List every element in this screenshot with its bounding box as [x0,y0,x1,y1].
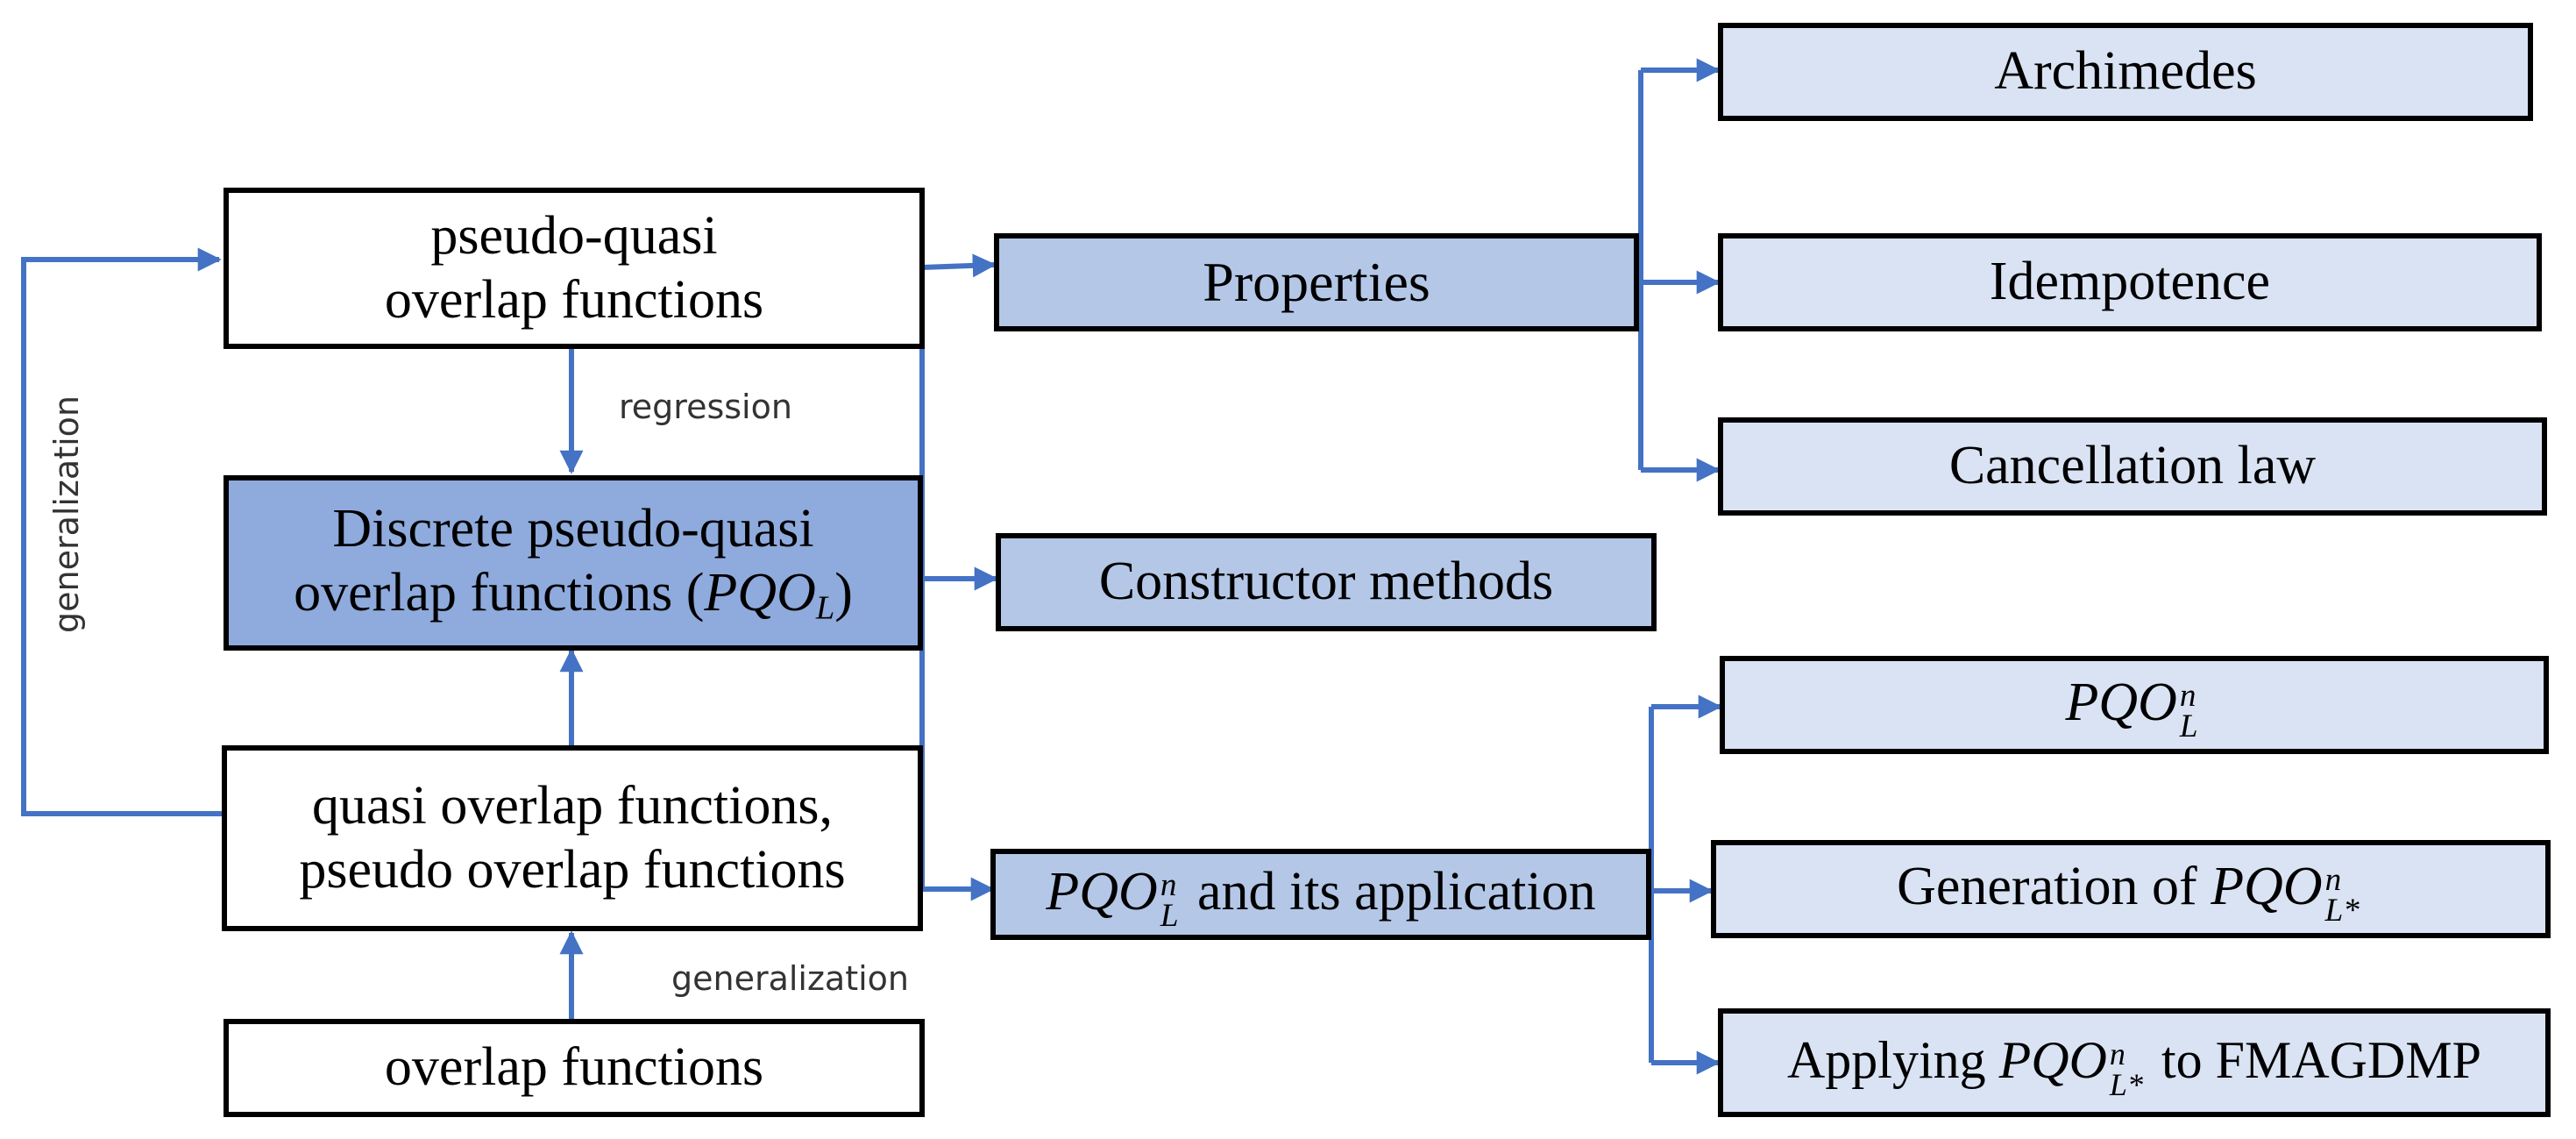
applying-sup: n [2109,1036,2125,1072]
generation-sup: n [2324,861,2342,898]
properties-branch-line [1638,70,1643,470]
properties-box: Properties [994,233,1639,331]
quasi-pseudo-overlap-box: quasi overlap functions, pseudo overlap … [222,745,923,931]
applying-suffix: to FMAGDMP [2147,1031,2482,1090]
generation-symbol: PQO [2211,857,2323,917]
discrete-symbol: PQO [704,563,816,623]
generation-sub: L* [2324,893,2360,929]
discrete-line1: Discrete pseudo-quasi [332,498,814,559]
discrete-line2: overlap functions (PQOL) [294,561,853,629]
generalization-bottom-label: generalization [671,959,910,998]
discrete-line2-prefix: overlap functions ( [294,563,705,623]
pqo-n-l-sup: n [2179,677,2196,714]
cancellation-law-text: Cancellation law [1948,436,2317,496]
cancellation-law-box: Cancellation law [1718,417,2547,516]
generalization-left-label: generalization [47,395,86,633]
quasi-pseudo-line1: quasi overlap functions, [311,775,834,836]
pseudo-quasi-overlap-box: pseudo-quasi overlap functions [224,188,925,349]
overlap-functions-text: overlap functions [384,1037,764,1098]
archimedes-text: Archimedes [1994,41,2257,102]
application-sup: n [1160,866,1177,903]
application-suffix: and its application [1183,862,1596,922]
applying-sub: L* [2109,1066,2143,1102]
regression-label: regression [619,388,792,426]
discrete-pseudo-quasi-box: Discrete pseudo-quasi overlap functions … [224,475,923,651]
generation-prefix: Generation of [1897,857,2211,917]
applying-symbol: PQO [1998,1031,2107,1090]
discrete-line2-suffix: ) [834,563,853,623]
idempotence-box: Idempotence [1718,233,2542,331]
properties-text: Properties [1203,251,1430,314]
pseudo-quasi-line1: pseudo-quasi [430,205,718,266]
generalization-loop-arrow [21,247,224,816]
discrete-symbol-sub: L [815,589,835,627]
pqo-n-l-sub: L [2179,708,2198,745]
to-properties-arrow [921,253,997,278]
archimedes-box: Archimedes [1718,23,2533,121]
quasi-pseudo-line2: pseudo overlap functions [299,840,846,900]
idempotence-text: Idempotence [1989,252,2271,312]
constructor-methods-box: Constructor methods [996,533,1657,631]
applying-prefix: Applying [1786,1031,1999,1090]
pseudo-quasi-line2: overlap functions [384,270,764,330]
pqo-n-l-symbol: PQO [2065,673,2177,733]
constructor-methods-text: Constructor methods [1098,552,1554,612]
application-symbol: PQO [1046,862,1158,922]
application-sub: L [1160,898,1179,935]
overlap-functions-box: overlap functions [224,1019,925,1117]
